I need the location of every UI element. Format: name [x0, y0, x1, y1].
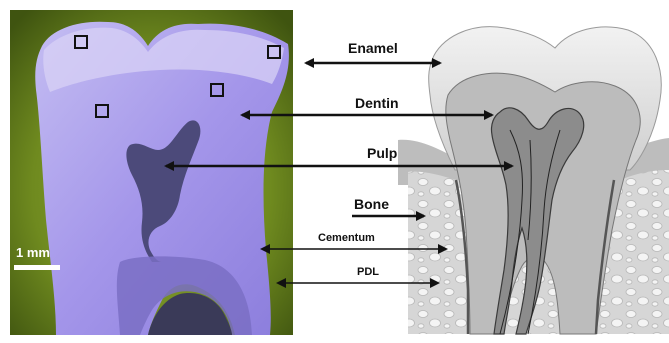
dentin-label: Dentin	[355, 95, 399, 111]
pulp-label: Pulp	[367, 145, 397, 161]
scale-bar-label: 1 mm	[16, 245, 50, 260]
scale-bar	[14, 265, 60, 270]
tooth-photograph	[10, 10, 293, 335]
pdl-label: PDL	[357, 266, 379, 278]
bone-label: Bone	[354, 196, 389, 212]
tooth-illustration	[398, 12, 669, 334]
cementum-label: Cementum	[318, 232, 375, 244]
enamel-label: Enamel	[348, 40, 398, 56]
